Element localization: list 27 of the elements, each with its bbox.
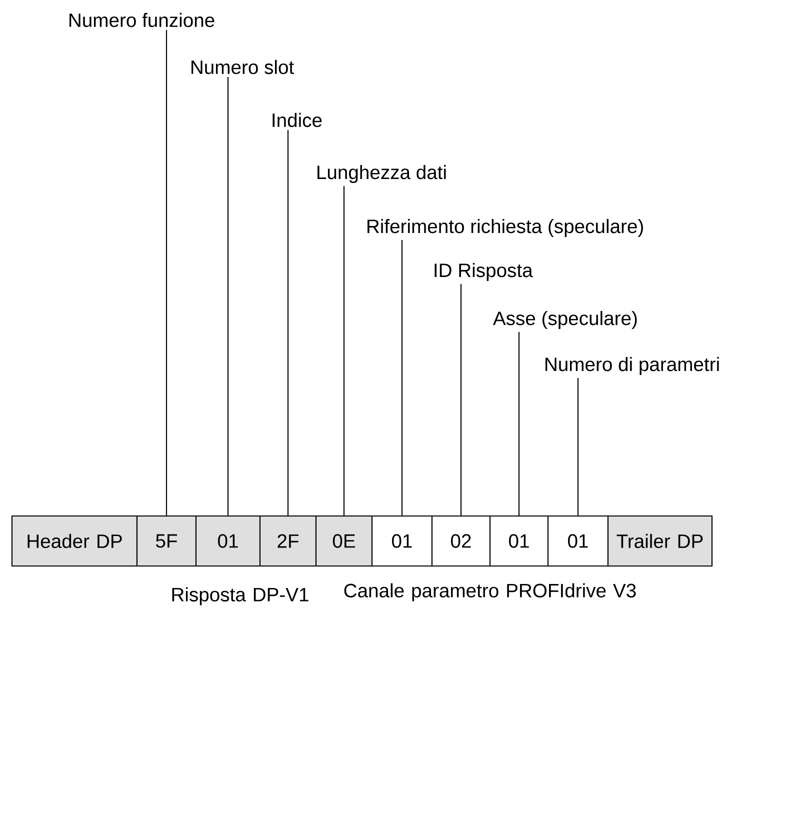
- leader-line: [401, 240, 403, 516]
- field-label: ID Risposta: [434, 263, 533, 282]
- leader-line: [460, 284, 462, 516]
- frame-cell: 5F: [136, 515, 197, 567]
- frame-cell: Trailer DP: [607, 515, 713, 567]
- section-label: Canale parametro PROFIdrive V3: [344, 583, 636, 602]
- section-label: Risposta DP-V1: [172, 587, 308, 606]
- leader-line: [577, 378, 579, 516]
- leader-line: [518, 332, 520, 516]
- leader-line: [227, 77, 229, 516]
- field-label: Riferimento richiesta (speculare): [368, 219, 643, 238]
- frame-cell: 01: [489, 515, 549, 567]
- leader-line: [287, 130, 289, 516]
- field-label: Numero slot: [192, 60, 294, 74]
- frame-cell: 0E: [315, 515, 373, 567]
- field-label: Lunghezza dati: [318, 165, 446, 184]
- leader-line: [166, 30, 168, 516]
- frame-cell: 01: [371, 515, 433, 567]
- field-label: Indice: [272, 112, 322, 128]
- field-label: Numero funzione: [70, 12, 214, 28]
- frame-cell: 02: [431, 515, 491, 567]
- frame-cell: 01: [547, 515, 609, 567]
- leader-line: [343, 186, 345, 516]
- frame-cell: 2F: [259, 515, 317, 567]
- field-label: Numero di parametri: [546, 357, 719, 376]
- frame-cell: 01: [195, 515, 261, 567]
- field-label: Asse (speculare): [492, 311, 637, 330]
